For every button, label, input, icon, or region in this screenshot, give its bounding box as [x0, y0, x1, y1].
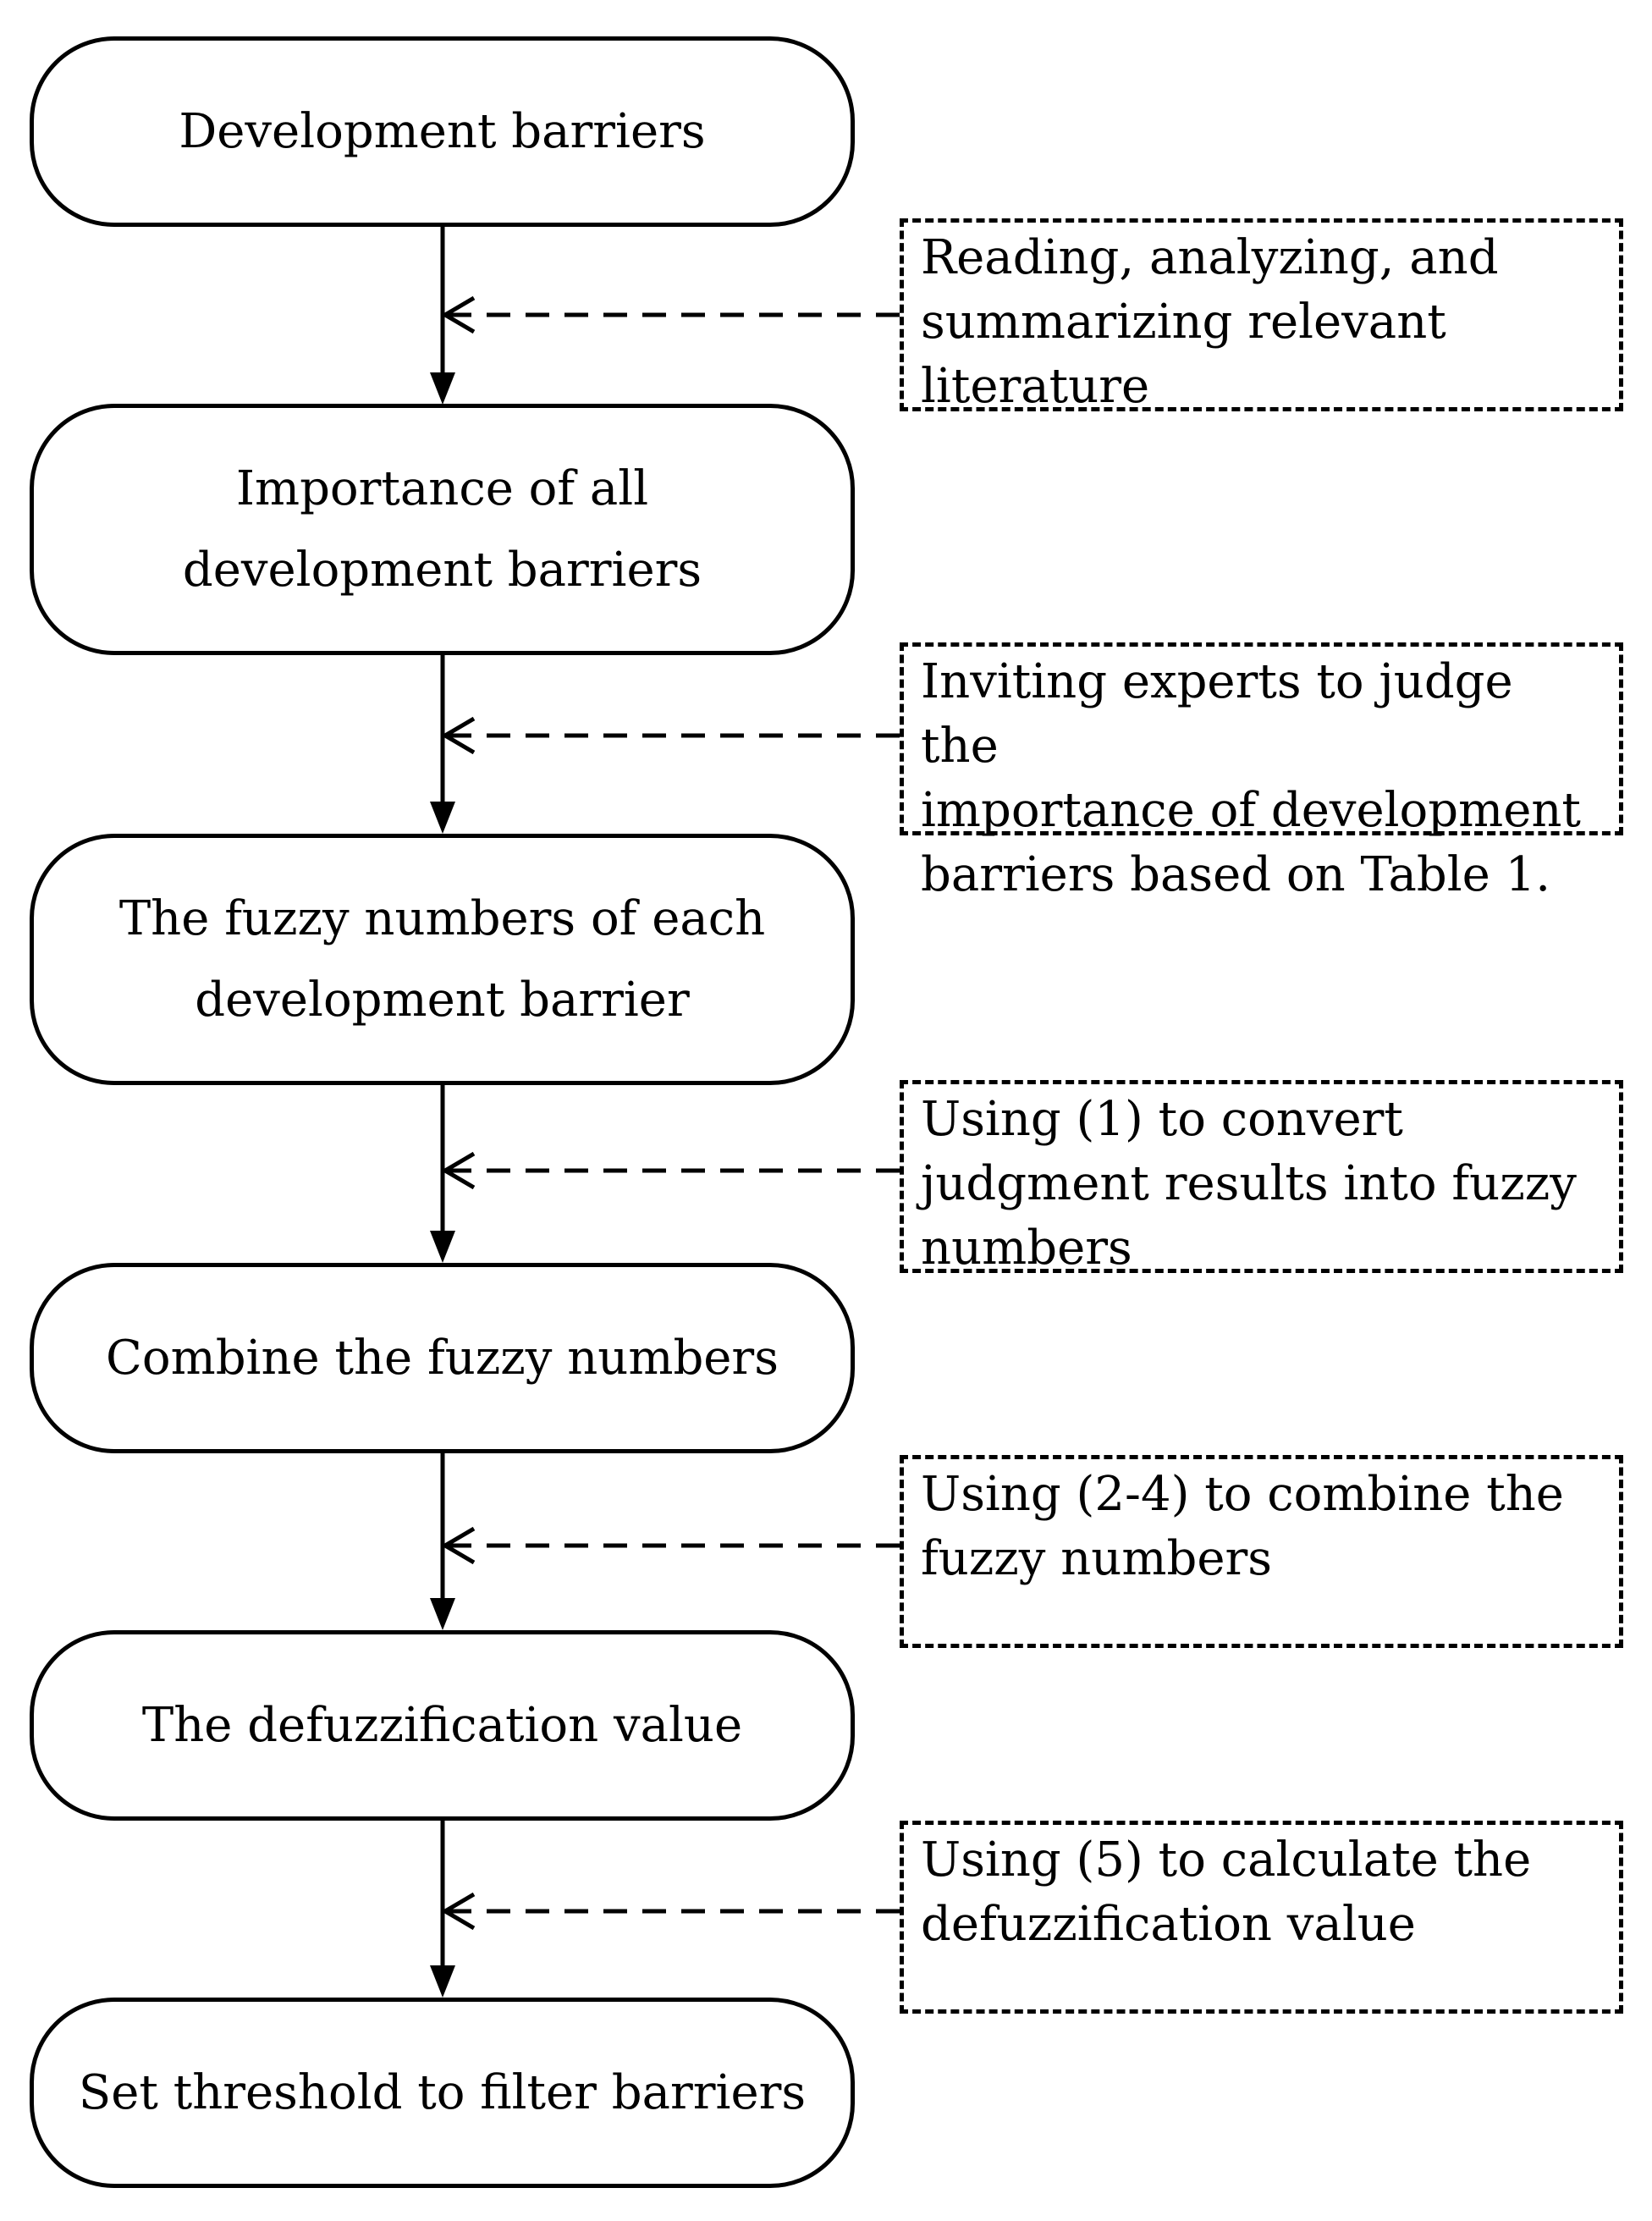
method-note-literature: Reading, analyzing, and summarizing rele… — [900, 218, 1623, 414]
step-label: The defuzzification value — [141, 1697, 743, 1753]
method-arrow-2 — [441, 716, 900, 755]
step-set-threshold: Set threshold to filter barriers — [30, 1998, 855, 2188]
step-importance-of-barriers: Importance of all development barriers — [30, 404, 855, 655]
step-fuzzy-numbers: The fuzzy numbers of each development ba… — [30, 834, 855, 1085]
step-label: Set threshold to filter barriers — [78, 2064, 807, 2120]
method-arrow-1 — [441, 295, 900, 334]
flow-arrow-4 — [430, 1453, 455, 1630]
step-label: The fuzzy numbers of each development ba… — [118, 891, 766, 1028]
flow-arrow-1 — [430, 227, 455, 405]
step-defuzzification-value: The defuzzification value — [30, 1630, 855, 1821]
method-arrow-3 — [441, 1151, 900, 1190]
method-arrow-5 — [441, 1892, 900, 1931]
step-label: Development barriers — [179, 103, 706, 159]
method-note-defuzzify: Using (5) to calculate the defuzzificati… — [900, 1821, 1623, 2014]
step-development-barriers: Development barriers — [30, 36, 855, 227]
flow-arrow-3 — [430, 1085, 455, 1263]
method-note-expert-judgment: Inviting experts to judge the importance… — [900, 642, 1623, 902]
step-label: Combine the fuzzy numbers — [106, 1330, 779, 1386]
flow-arrow-5 — [430, 1821, 455, 1998]
step-combine-fuzzy-numbers: Combine the fuzzy numbers — [30, 1263, 855, 1453]
method-note-combine: Using (2-4) to combine the fuzzy numbers — [900, 1455, 1623, 1648]
method-arrow-4 — [441, 1526, 900, 1565]
flow-arrow-2 — [430, 655, 455, 834]
step-label: Importance of all development barriers — [182, 461, 702, 598]
method-note-convert-fuzzy: Using (1) to convert judgment results in… — [900, 1080, 1623, 1276]
